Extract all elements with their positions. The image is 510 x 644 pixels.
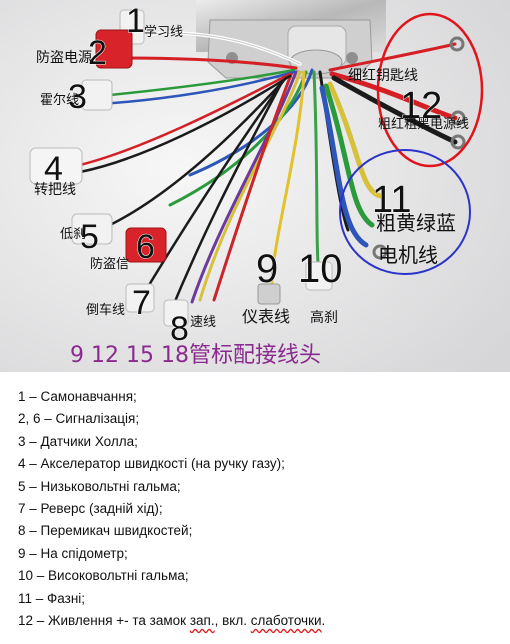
number-10: 10 xyxy=(298,247,343,291)
legend-item: 4 – Акселератор швидкості (на ручку газу… xyxy=(18,456,285,472)
connector-throttle xyxy=(29,147,83,185)
legend: 1 – Самонавчання; 2, 6 – Сигналізація; 3… xyxy=(18,386,498,632)
label-reverse: 倒车线 xyxy=(86,302,125,318)
legend-text: 12 – Живлення +- та замок xyxy=(18,612,190,628)
label-speed: 速线 xyxy=(190,315,216,330)
terminal-ring xyxy=(449,36,465,52)
number-1: 1 xyxy=(126,2,145,40)
legend-item: 8 – Перемикач швидкостей; xyxy=(18,523,193,539)
controller-wiring-photo: 1 2 3 4 5 6 7 8 9 10 11 12 学习线 防盗电源 霍尔线 … xyxy=(0,0,510,372)
connector-antitheft-signal xyxy=(125,227,167,263)
number-4: 4 xyxy=(44,150,63,188)
number-9: 9 xyxy=(256,247,278,291)
red-circle-power xyxy=(376,12,484,168)
chinese-labels: 学习线 防盗电源 霍尔线 转把线 低刹 防盗信 倒车线 速线 仪表线 高刹 细红… xyxy=(34,24,469,368)
number-2: 2 xyxy=(88,34,107,72)
legend-item: 3 – Датчики Холла; xyxy=(18,433,138,449)
connector-meter xyxy=(257,283,281,305)
connectors xyxy=(29,9,466,327)
number-12: 12 xyxy=(400,85,442,127)
controller-housing xyxy=(196,0,386,79)
terminal-ring xyxy=(450,134,466,150)
connector-low-brake xyxy=(71,213,113,245)
label-hall: 霍尔线 xyxy=(40,93,79,108)
label-self-learn: 学习线 xyxy=(144,24,183,40)
legend-item-power: 12 – Живлення +- та замок зап., вкл. сла… xyxy=(18,610,498,632)
number-labels: 1 2 3 4 5 6 7 8 9 10 11 12 xyxy=(44,2,443,349)
number-11: 11 xyxy=(372,179,411,221)
label-throttle: 转把线 xyxy=(34,182,76,198)
legend-item: 5 – Низьковольтні гальма; xyxy=(18,478,181,494)
number-8: 8 xyxy=(170,310,189,348)
legend-item: 11 – Фазні; xyxy=(18,590,86,606)
blue-circle-motor xyxy=(339,149,471,275)
connector-high-brake xyxy=(305,261,333,291)
spellcheck-word: зап. xyxy=(189,612,215,628)
connector-speed xyxy=(163,299,189,327)
connector-antitheft xyxy=(95,29,133,69)
label-motor-line: 电机线 xyxy=(378,243,438,267)
connector-reverse xyxy=(125,283,155,313)
wire-bundle xyxy=(78,31,458,320)
spellcheck-word: слаботочки xyxy=(250,612,322,628)
number-6: 6 xyxy=(136,228,155,266)
legend-item: 2, 6 – Сигналізація; xyxy=(18,411,140,427)
connector-hall xyxy=(81,79,113,111)
label-antitheft: 防盗电源 xyxy=(36,50,92,66)
number-5: 5 xyxy=(80,218,99,256)
label-meter: 仪表线 xyxy=(242,307,290,326)
legend-text: . xyxy=(321,612,326,628)
label-power-line: 粗红粗黑电源线 xyxy=(378,116,469,132)
label-high-brake: 高刹 xyxy=(310,309,338,326)
label-low-brake: 低刹 xyxy=(60,227,86,242)
label-phase-colors: 粗黄绿蓝 xyxy=(376,211,456,235)
legend-item: 10 – Високовольтні гальма; xyxy=(18,568,189,584)
legend-item: 9 – На спідометр; xyxy=(18,545,128,561)
legend-item: 7 – Реверс (задній хід); xyxy=(18,500,163,516)
terminal-ring xyxy=(450,110,466,126)
label-connector-note: 9 12 15 18管标配接线头 xyxy=(70,343,321,368)
number-7: 7 xyxy=(132,284,151,322)
terminal-ring xyxy=(372,244,388,260)
legend-item: 1 – Самонавчання; xyxy=(18,389,137,404)
label-key-line: 细红钥匙线 xyxy=(348,68,418,84)
label-antitheft-signal: 防盗信 xyxy=(90,256,129,272)
number-3: 3 xyxy=(68,78,87,116)
legend-text: , вкл. xyxy=(214,612,251,628)
